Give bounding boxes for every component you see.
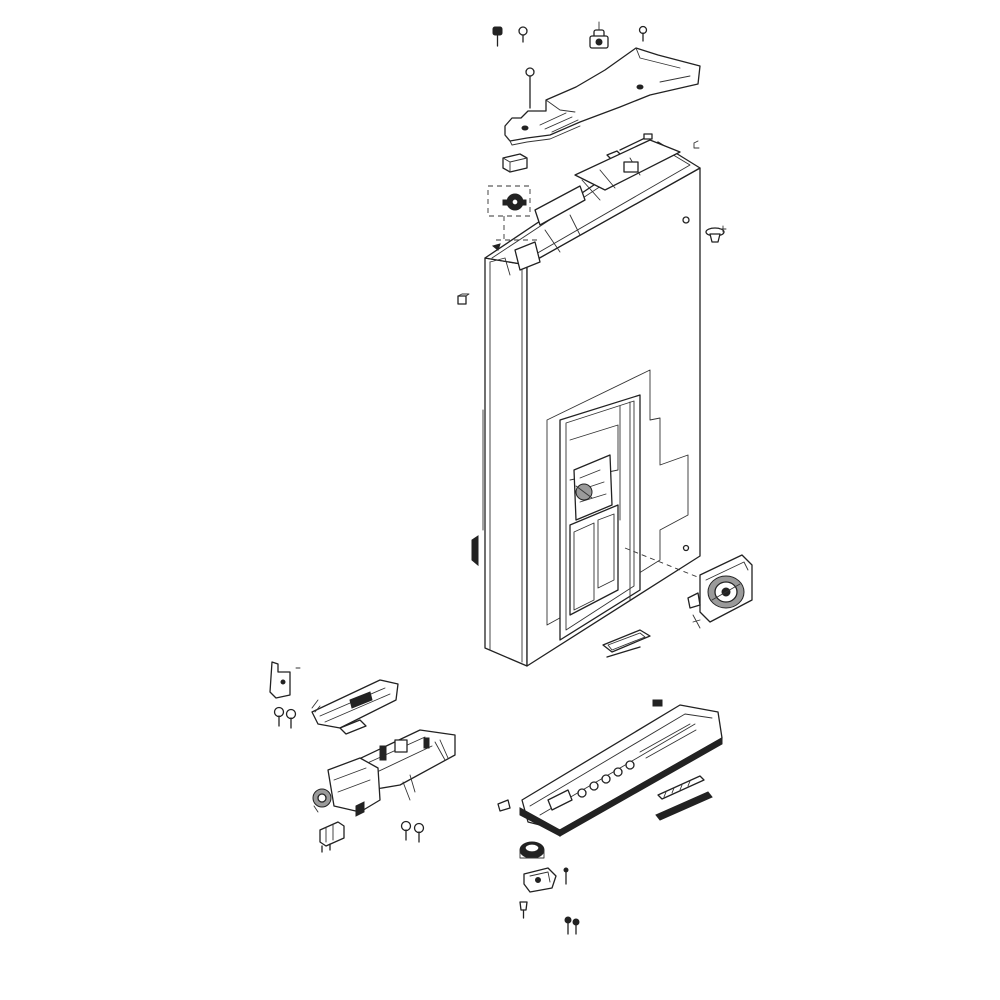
micro-switch [319, 821, 345, 853]
hinge-assembly [687, 554, 753, 629]
screw-bracket [525, 67, 535, 109]
wire-connector-plug [589, 21, 609, 49]
bearing-cup [519, 841, 545, 859]
small-clip [502, 153, 528, 173]
dispenser-recess [546, 369, 701, 658]
bottom-bracket [523, 867, 569, 893]
pin-part [457, 293, 470, 305]
motor-module [312, 729, 456, 817]
gear-icon [502, 193, 527, 211]
small-screw-top [638, 25, 648, 42]
plastic-rivet [705, 225, 727, 243]
top-screw-left [492, 26, 503, 47]
bottom-left-screws [400, 820, 425, 843]
bottom-bolts [519, 901, 580, 935]
gear-callout [487, 185, 540, 251]
left-lever-assembly [269, 661, 399, 735]
rack-lever [655, 775, 713, 821]
bottom-tray [497, 699, 723, 837]
top-bracket [504, 47, 701, 146]
top-screw-right [518, 26, 528, 43]
